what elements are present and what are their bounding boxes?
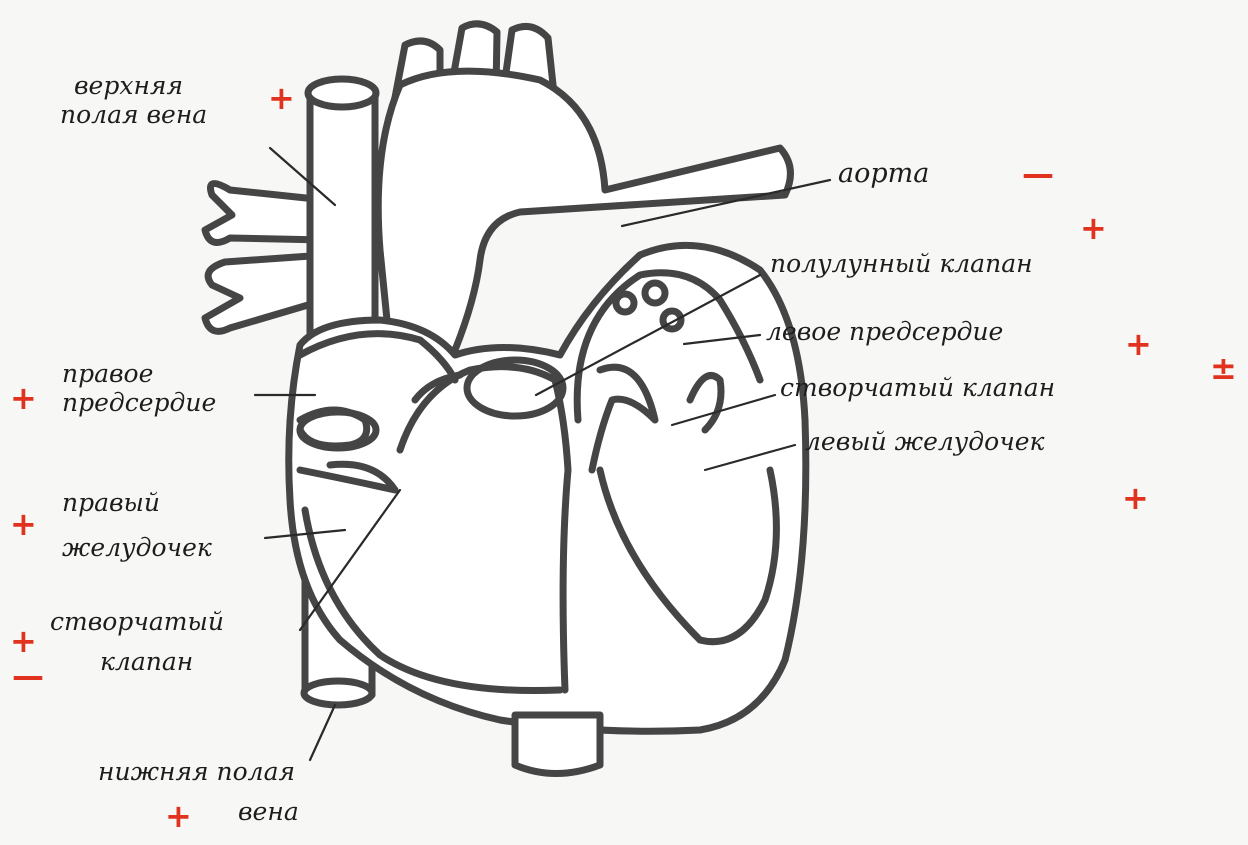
superior-vena-cava-opening <box>308 79 376 107</box>
mark-aorta: — <box>1022 158 1054 190</box>
mark-left-atrium: + <box>1125 328 1152 360</box>
inferior-vena-cava-opening <box>304 681 372 705</box>
label-cuspid-valve-left: створчатый клапан <box>780 374 1055 403</box>
mark-left-ventricle: + <box>1122 482 1149 514</box>
label-left-ventricle: левый желудочек <box>805 428 1044 457</box>
mark-semilunar-valve: + <box>1080 212 1107 244</box>
label-inferior-vena-cava: нижняя полая вена <box>98 752 299 832</box>
label-aorta: аорта <box>838 158 929 189</box>
mark-inferior-vena-cava: + <box>165 800 192 832</box>
mark-right-atrium: + <box>10 382 37 414</box>
label-cuspid-valve-right: створчатый клапан <box>50 602 224 682</box>
descending-aorta <box>515 715 600 774</box>
label-right-ventricle: правый желудочек <box>62 480 212 570</box>
label-superior-vena-cava: верхняя полая вена <box>60 72 207 130</box>
label-right-atrium: правое предсердие <box>62 360 216 418</box>
mark-cuspid-valve-right-minus: — <box>12 660 44 692</box>
mark-superior-vena-cava: + <box>268 82 295 114</box>
mark-cuspid-valve-right-plus: + <box>10 625 37 657</box>
label-semilunar-valve: полулунный клапан <box>770 250 1033 279</box>
label-left-atrium: левое предсердие <box>766 318 1003 347</box>
mark-right-ventricle: + <box>10 508 37 540</box>
mark-cuspid-valve-left: ± <box>1210 352 1237 384</box>
leader-inferior-vena-cava <box>310 705 335 760</box>
